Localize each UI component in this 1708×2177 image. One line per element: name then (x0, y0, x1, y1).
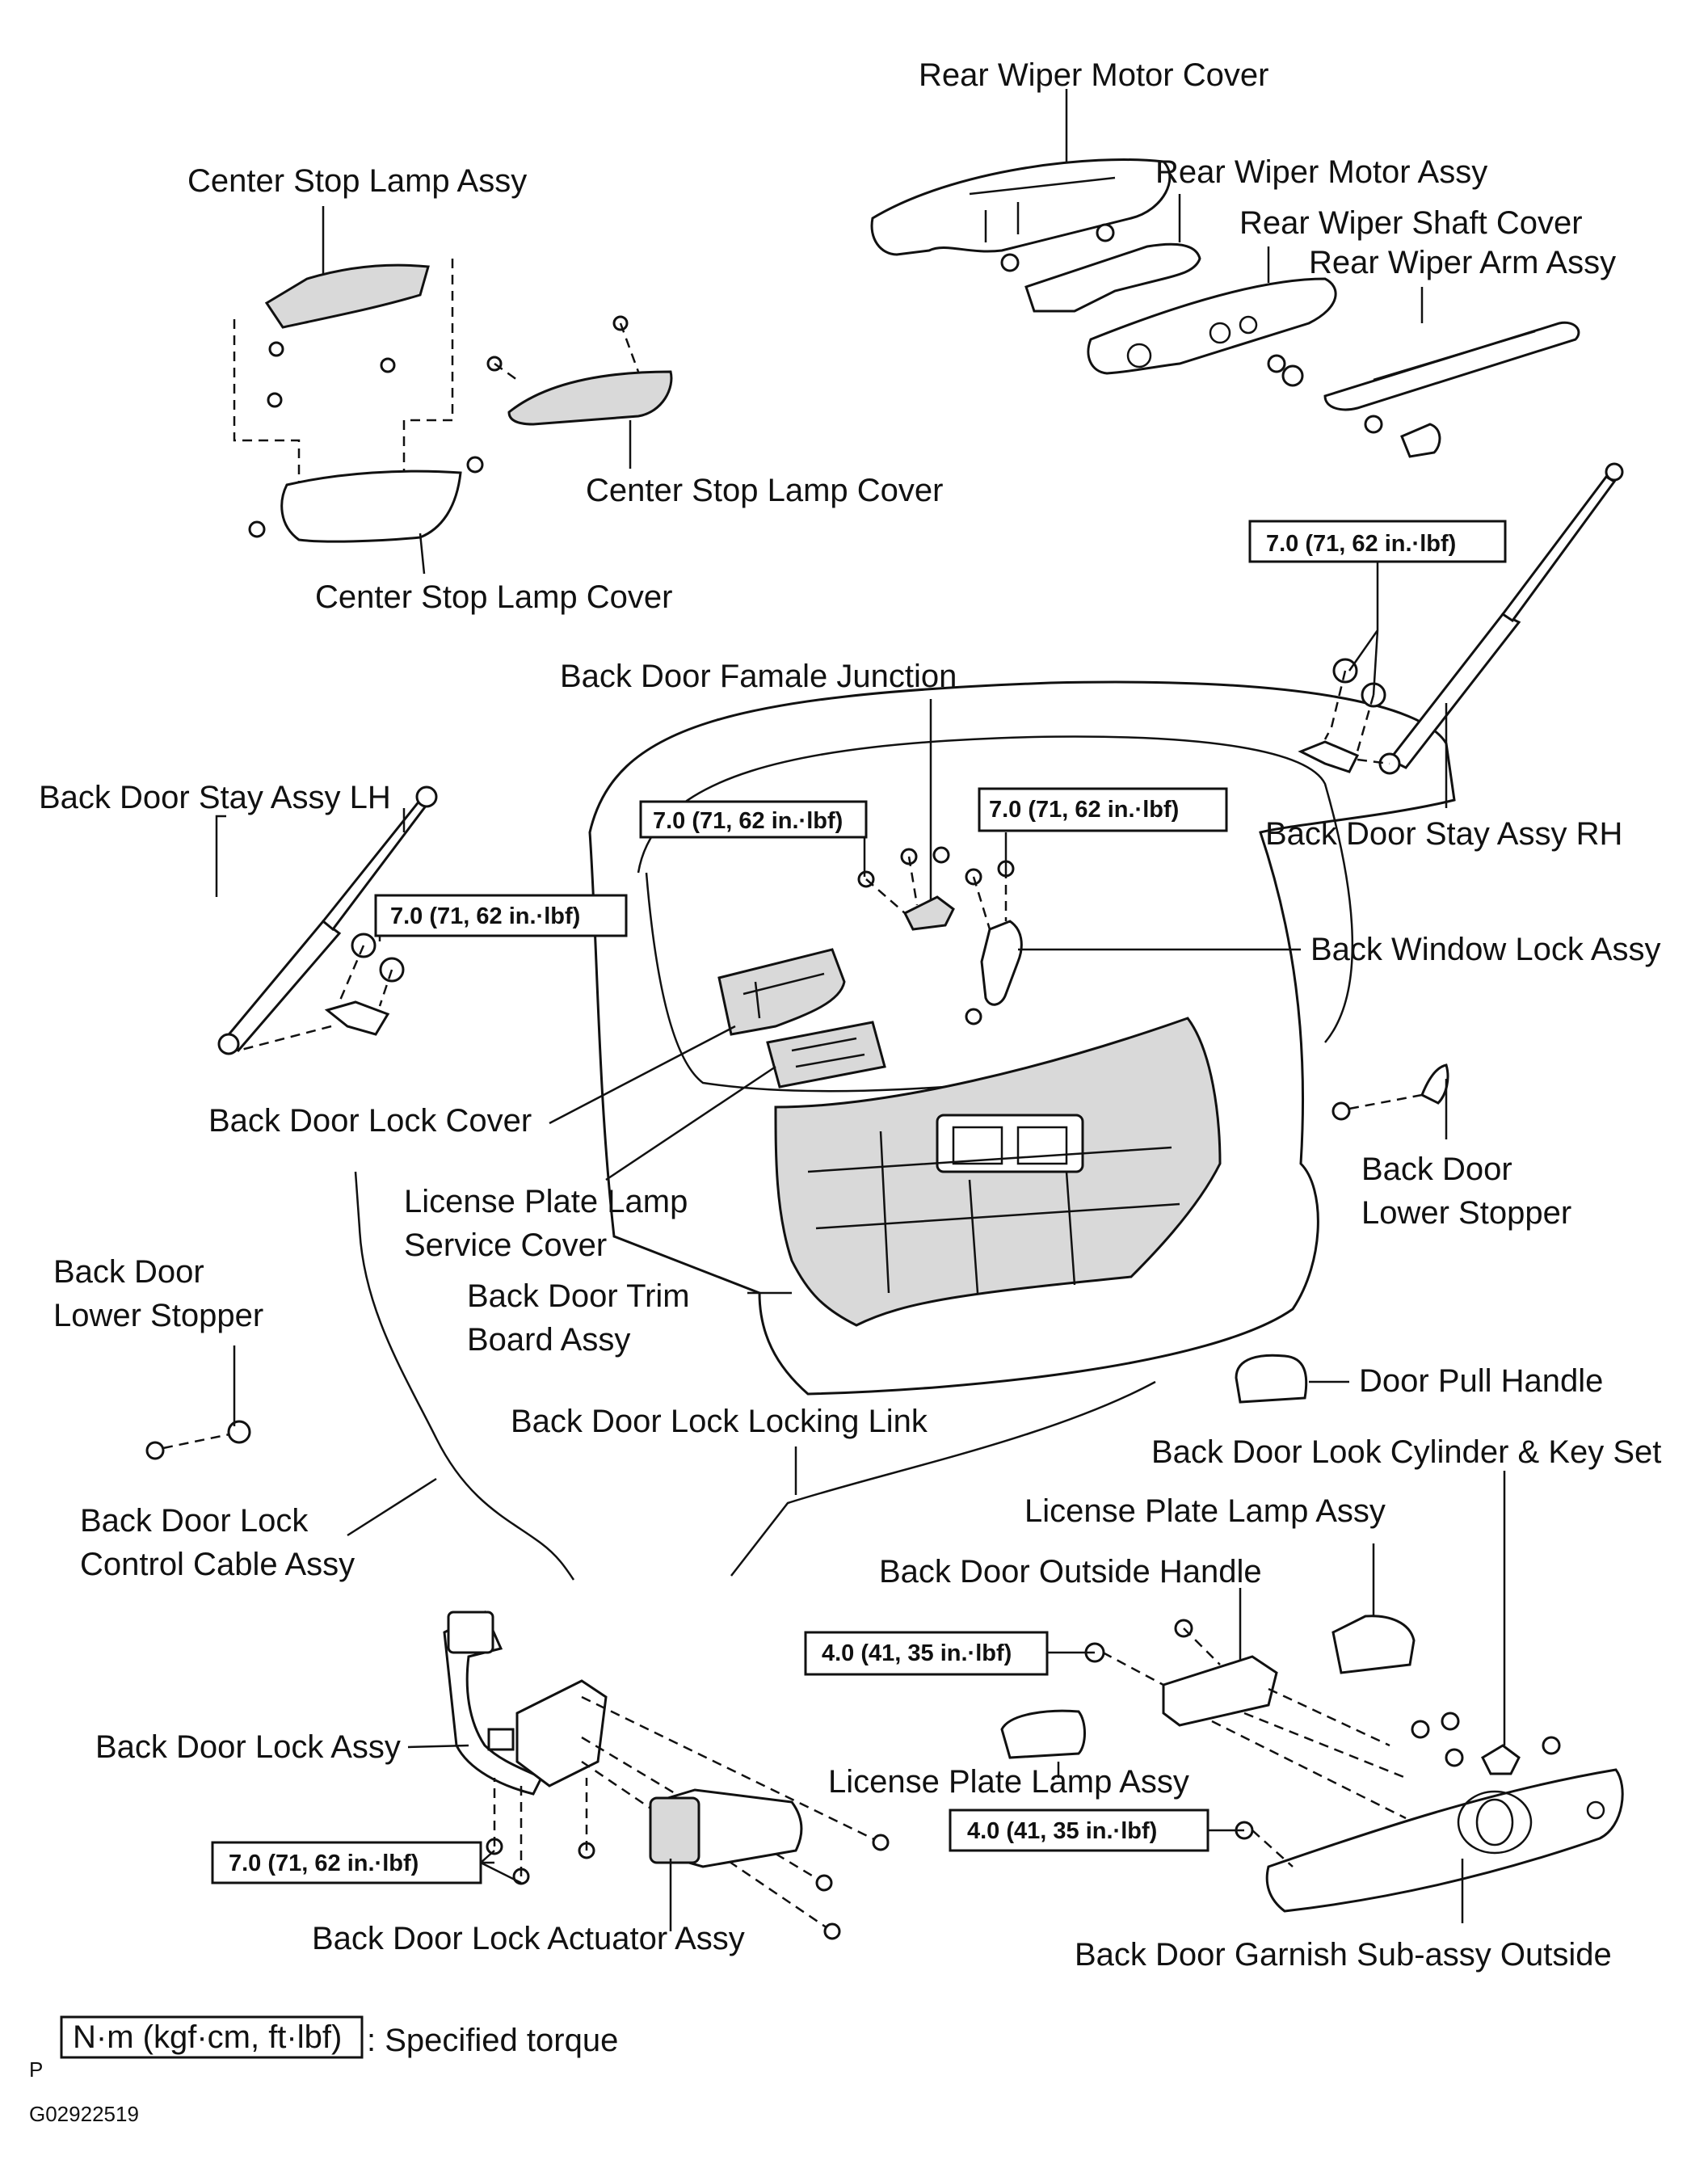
rear-wiper-arm-assy (1323, 321, 1580, 458)
back-door-stay-rh (1298, 462, 1624, 775)
center-stop-lamp-cover-upper (486, 315, 673, 426)
torque-box-stay-rh: 7.0 (71, 62 in.·lbf) (1248, 520, 1507, 563)
garnish-guide-line (1252, 1830, 1294, 1868)
torque-box-outside-handle: 4.0 (41, 35 in.·lbf) (804, 1631, 1049, 1676)
label-door-pull-handle: Door Pull Handle (1359, 1363, 1603, 1399)
torque-box-junction: 7.0 (71, 62 in.·lbf) (639, 800, 868, 839)
rear-wiper-shaft-cover (1087, 277, 1337, 387)
label-back-door-outside-handle: Back Door Outside Handle (879, 1554, 1262, 1590)
torque-legend: N·m (kgf·cm, ft·lbf) : Specified torque … (29, 2015, 618, 2082)
label-center-stop-lamp-cover-right: Center Stop Lamp Cover (586, 473, 943, 508)
back-door-lock-actuator-assy (649, 1788, 803, 1868)
junction-guide-lines (865, 856, 919, 914)
back-door-lock-locking-link (730, 1380, 1156, 1577)
label-license-plate-lamp-service-cover-1: License Plate Lamp (404, 1184, 688, 1219)
label-back-door-female-junction: Back Door Famale Junction (560, 659, 957, 694)
label-back-door-trim-board-assy-2: Board Assy (467, 1322, 630, 1358)
back-door-lock-control-cable (354, 1171, 575, 1581)
torque-stay-rh: 7.0 (71, 62 in.·lbf) (1266, 531, 1456, 557)
back-door-trim-board (774, 1017, 1222, 1327)
label-rear-wiper-motor-assy: Rear Wiper Motor Assy (1155, 154, 1487, 190)
torque-outside-handle: 4.0 (41, 35 in.·lbf) (822, 1640, 1012, 1666)
actuator-screw-1 (872, 1834, 890, 1851)
door-pull-handle (1235, 1354, 1308, 1404)
back-door-lower-stopper-right (1331, 1063, 1449, 1121)
label-back-door-lower-stopper-left-2: Lower Stopper (53, 1298, 263, 1333)
center-stop-lamp-assy (264, 263, 430, 408)
label-license-plate-lamp-assy-upper: License Plate Lamp Assy (1024, 1493, 1386, 1529)
actuator-screw-3 (823, 1922, 841, 1940)
license-plate-lamp-assy-lower (1000, 1709, 1086, 1759)
torque-box-window-lock: 7.0 (71, 62 in.·lbf) (978, 787, 1228, 832)
rear-wiper-motor-assy (1000, 223, 1201, 313)
leader-lines (215, 89, 1506, 1931)
back-window-lock-assy (965, 860, 1023, 1025)
torque-garnish: 4.0 (41, 35 in.·lbf) (967, 1818, 1157, 1844)
torque-junction: 7.0 (71, 62 in.·lbf) (653, 808, 843, 834)
stopper-left-guide-line (162, 1433, 230, 1450)
label-rear-wiper-shaft-cover: Rear Wiper Shaft Cover (1239, 205, 1583, 241)
back-door-female-junction (857, 846, 955, 931)
label-back-door-lock-assy: Back Door Lock Assy (95, 1729, 401, 1765)
back-door-garnish-sub-assy-outside (1235, 1768, 1624, 1913)
label-back-door-lower-stopper-right-1: Back Door (1361, 1152, 1512, 1187)
figure-id: G02922519 (29, 2102, 139, 2126)
torque-box-garnish: 4.0 (41, 35 in.·lbf) (949, 1809, 1209, 1852)
label-rear-wiper-arm-assy: Rear Wiper Arm Assy (1309, 245, 1616, 280)
label-back-door-stay-assy-rh: Back Door Stay Assy RH (1265, 816, 1622, 852)
back-door-lower-stopper-left (145, 1420, 251, 1460)
back-door-lock-cover (717, 948, 846, 1036)
legend-mark: P (29, 2057, 43, 2082)
label-back-door-stay-assy-lh: Back Door Stay Assy LH (39, 780, 391, 815)
label-back-door-lock-cylinder-key-set: Back Door Look Cylinder & Key Set (1151, 1434, 1661, 1470)
outside-handle-guide-lines (1102, 1627, 1407, 1820)
stay-rh-guide-lines (1323, 670, 1390, 765)
label-back-door-lock-control-cable-assy-2: Control Cable Assy (80, 1547, 355, 1582)
rear-wiper-motor-cover (870, 158, 1172, 256)
back-door-lock-cylinder (1411, 1712, 1561, 1775)
torque-lock-assy: 7.0 (71, 62 in.·lbf) (229, 1851, 419, 1876)
back-door-lock-assy (443, 1610, 608, 1885)
torque-window-lock: 7.0 (71, 62 in.·lbf) (989, 797, 1179, 823)
torque-stay-lh: 7.0 (71, 62 in.·lbf) (390, 903, 580, 929)
label-back-door-lower-stopper-right-2: Lower Stopper (1361, 1195, 1571, 1231)
label-back-door-lock-locking-link: Back Door Lock Locking Link (511, 1404, 928, 1439)
label-back-door-lower-stopper-left-1: Back Door (53, 1254, 204, 1290)
label-license-plate-lamp-service-cover-2: Service Cover (404, 1227, 607, 1263)
label-back-door-lock-actuator-assy: Back Door Lock Actuator Assy (312, 1921, 745, 1956)
legend-unit: N·m (kgf·cm, ft·lbf) (73, 2019, 342, 2055)
legend-description: : Specified torque (367, 2023, 618, 2058)
torque-box-lock-assy: 7.0 (71, 62 in.·lbf) (211, 1841, 482, 1884)
lock-assy-guide-lines (493, 1695, 881, 1933)
label-rear-wiper-motor-cover: Rear Wiper Motor Cover (919, 57, 1268, 93)
label-back-door-garnish-sub-assy-outside: Back Door Garnish Sub-assy Outside (1075, 1937, 1612, 1973)
back-door-outside-handle (1084, 1619, 1278, 1727)
cover-guide-lines (494, 322, 640, 381)
label-back-door-lock-cover: Back Door Lock Cover (208, 1103, 532, 1139)
license-plate-lamp-service-cover (766, 1021, 886, 1088)
license-plate-lamp-assy-upper (1331, 1615, 1416, 1674)
back-door-stay-lh (217, 785, 438, 1055)
label-back-window-lock-assy: Back Window Lock Assy (1310, 932, 1661, 967)
label-back-door-lock-control-cable-assy-1: Back Door Lock (80, 1503, 309, 1539)
label-center-stop-lamp-cover-bottom: Center Stop Lamp Cover (315, 579, 672, 615)
label-back-door-trim-board-assy-1: Back Door Trim (467, 1278, 690, 1314)
stopper-right-guide-line (1348, 1093, 1423, 1110)
stay-lh-guide-lines (238, 945, 393, 1052)
window-lock-guide-lines (972, 869, 1008, 930)
center-stop-lamp-cover-lower (248, 456, 484, 543)
actuator-screw-2 (815, 1874, 833, 1892)
torque-box-stay-lh: 7.0 (71, 62 in.·lbf) (374, 894, 628, 937)
stop-lamp-guide-lines (233, 259, 454, 485)
label-center-stop-lamp-assy: Center Stop Lamp Assy (187, 163, 527, 199)
label-license-plate-lamp-assy-lower: License Plate Lamp Assy (828, 1764, 1189, 1800)
